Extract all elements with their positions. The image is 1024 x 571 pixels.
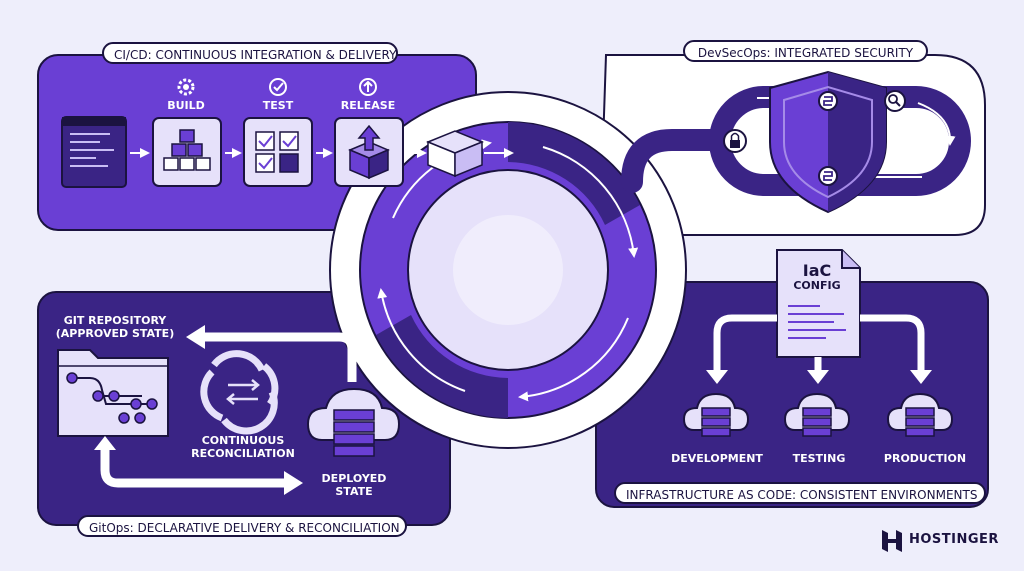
deploy-forward-arrow xyxy=(100,448,284,488)
hostinger-brand: HOSTINGER xyxy=(881,529,1011,553)
stage-label-build: BUILD xyxy=(167,99,205,112)
ring-segment-dark-bottom xyxy=(376,315,508,418)
arrow-head xyxy=(706,370,728,384)
release-stage-card xyxy=(334,117,404,187)
cloud-server-icon-deployed xyxy=(306,387,401,457)
git-repo-sublabel: (APPROVED STATE) xyxy=(55,327,175,340)
stage-label-release: RELEASE xyxy=(340,99,396,112)
devsecops-title: DevSecOps: INTEGRATED SECURITY xyxy=(683,40,928,62)
shield-icon xyxy=(769,70,887,214)
package-box-icon xyxy=(426,130,484,178)
stage-label-test: TEST xyxy=(262,99,294,112)
reconciliation-sync-icon xyxy=(200,350,279,435)
cloud-server-icon-development xyxy=(682,392,750,437)
cicd-title: CI/CD: CONTINUOUS INTEGRATION & DELIVERY xyxy=(102,42,398,64)
iac-config-title: IaC xyxy=(802,261,832,280)
check-circle-icon xyxy=(269,78,287,96)
arrow-head xyxy=(94,436,116,450)
central-hub-core xyxy=(453,215,563,325)
iac-title: INFRASTRUCTURE AS CODE: CONSISTENT ENVIR… xyxy=(614,482,986,504)
padlock-icon xyxy=(723,129,747,153)
git-repository-window xyxy=(57,349,169,437)
iac-config-subtitle: CONFIG xyxy=(793,279,841,292)
hostinger-logo-icon xyxy=(882,530,902,552)
iac-config-document xyxy=(776,249,861,358)
arrow-head xyxy=(186,325,205,349)
arrow-head xyxy=(284,471,303,495)
sync-back-arrow xyxy=(205,332,357,382)
iac-distribution-arrow-dev xyxy=(713,314,777,372)
iac-distribution-arrow-prod xyxy=(860,314,925,372)
magnifier-icon xyxy=(884,90,906,112)
arrow-head xyxy=(807,370,829,384)
security-badge-icon xyxy=(818,91,838,111)
ring-flow-arrow-left xyxy=(377,288,466,392)
ring-flow-arrow-right xyxy=(542,146,639,258)
deployed-state-sublabel: STATE xyxy=(335,485,373,498)
cloud-server-icon-production xyxy=(886,392,954,437)
gear-icon xyxy=(177,78,195,96)
devsecops-connector xyxy=(621,129,731,193)
hostinger-wordmark: HOSTINGER xyxy=(909,532,999,547)
reconciliation-label: CONTINUOUS xyxy=(201,434,285,447)
arrow-head xyxy=(910,370,932,384)
ring-segment-dark-top xyxy=(508,122,640,225)
security-badge-icon xyxy=(818,166,838,186)
deployed-state-label: DEPLOYED xyxy=(321,472,387,485)
gitops-title: GitOps: DECLARATIVE DELIVERY & RECONCILI… xyxy=(77,515,407,537)
ring-flow-arrow-bottom xyxy=(518,317,629,402)
env-label-production: PRODUCTION xyxy=(883,452,967,465)
cloud-server-icon-testing xyxy=(783,392,851,437)
git-repo-label: GIT REPOSITORY xyxy=(63,314,167,327)
arrow-up-circle-icon xyxy=(359,78,377,96)
env-label-development: DEVELOPMENT xyxy=(671,452,763,465)
build-stage-card xyxy=(152,117,222,187)
reconciliation-sublabel: RECONCILIATION xyxy=(191,447,295,460)
env-label-testing: TESTING xyxy=(792,452,846,465)
test-stage-card xyxy=(243,117,313,187)
code-editor-icon xyxy=(61,116,127,188)
security-loop-arrow-right xyxy=(917,102,956,146)
